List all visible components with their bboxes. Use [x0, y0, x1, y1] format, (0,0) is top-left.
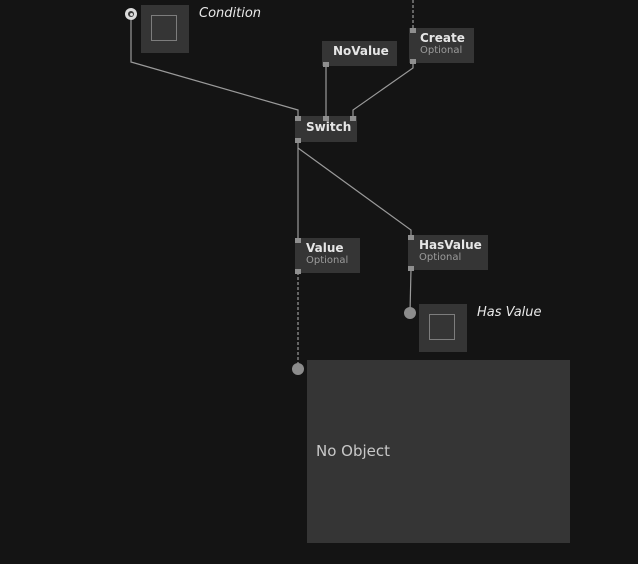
wire-condition-to-switch — [130, 20, 299, 118]
node-novalue-title: NoValue — [333, 44, 389, 58]
node-value-title: Value — [306, 241, 344, 255]
node-hasvalue[interactable]: HasValue Optional — [408, 235, 488, 271]
node-create-title: Create — [420, 31, 465, 45]
object-field[interactable]: No Object — [307, 360, 570, 543]
novalue-output-pin[interactable] — [323, 62, 329, 67]
create-input-pin[interactable] — [410, 28, 416, 33]
object-field-value: No Object — [316, 442, 391, 460]
node-hasvalue-title: HasValue — [419, 238, 482, 252]
node-create-subtitle: Optional — [420, 45, 463, 56]
value-input-pin[interactable] — [295, 238, 301, 243]
has-value-toggle[interactable] — [419, 304, 467, 352]
condition-port[interactable] — [125, 8, 137, 20]
has-value-checkbox-icon — [429, 314, 455, 340]
switch-novalue-pin[interactable] — [323, 116, 329, 121]
hasvalue-input-pin[interactable] — [408, 235, 414, 240]
wire-create-to-switch — [352, 63, 414, 118]
hasvalue-output-pin[interactable] — [408, 266, 414, 271]
wire-switch-to-hasvalue — [297, 147, 412, 236]
switch-output-pin[interactable] — [295, 138, 301, 143]
switch-create-pin[interactable] — [350, 116, 356, 121]
node-novalue[interactable]: NoValue — [322, 41, 397, 67]
node-switch-title: Switch — [306, 120, 352, 134]
condition-toggle[interactable] — [141, 5, 189, 53]
condition-checkbox-icon — [151, 15, 177, 41]
create-output-pin[interactable] — [410, 59, 416, 64]
node-switch[interactable]: Switch — [295, 116, 357, 143]
node-hasvalue-subtitle: Optional — [419, 252, 462, 263]
wire-hasvalue-to-output — [409, 268, 412, 314]
value-output-pin[interactable] — [295, 269, 301, 274]
node-create[interactable]: Create Optional — [409, 28, 474, 64]
switch-condition-pin[interactable] — [295, 116, 301, 121]
object-port[interactable] — [292, 363, 304, 375]
has-value-label: Has Value — [477, 305, 542, 320]
has-value-port[interactable] — [404, 307, 416, 319]
node-value[interactable]: Value Optional — [295, 238, 360, 274]
condition-label: Condition — [199, 6, 262, 21]
node-value-subtitle: Optional — [306, 255, 349, 266]
